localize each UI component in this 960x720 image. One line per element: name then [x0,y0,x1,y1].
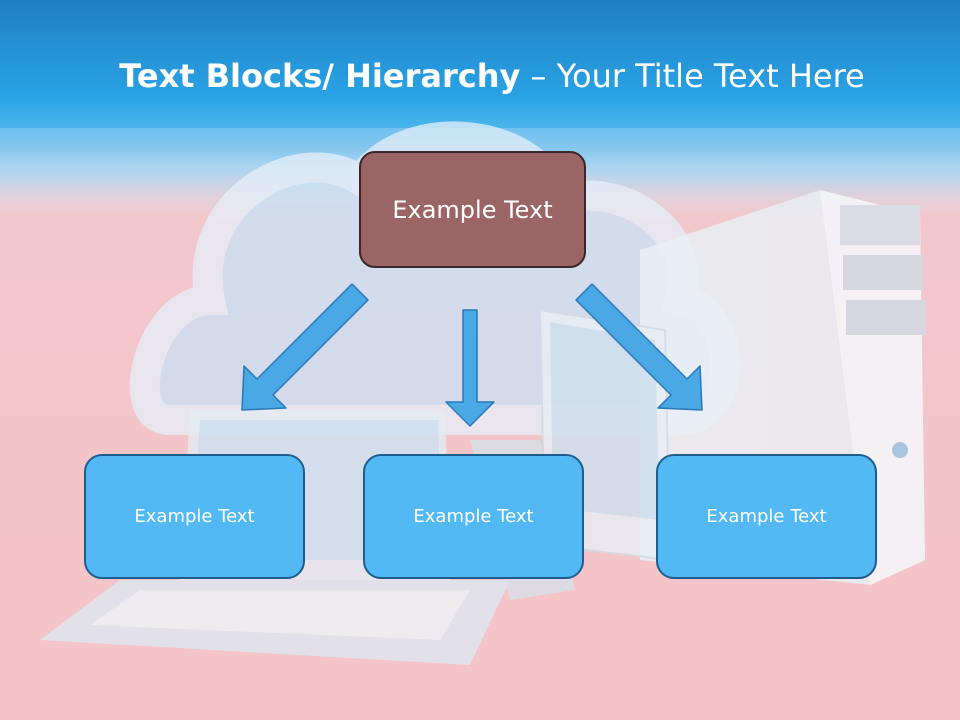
title-bar [0,0,960,130]
title-bold-part: Text Blocks/ Hierarchy [119,57,521,95]
arrow-left [241,283,369,411]
child-node-2[interactable]: Example Text [363,454,584,579]
slide-title: Text Blocks/ Hierarchy – Your Title Text… [0,52,960,100]
child-node-3[interactable]: Example Text [656,454,877,579]
title-regular-part: – Your Title Text Here [520,57,865,95]
child-node-1[interactable]: Example Text [84,454,305,579]
root-node[interactable]: Example Text [359,151,586,268]
arrow-right [575,283,703,411]
arrow-center [445,309,495,427]
